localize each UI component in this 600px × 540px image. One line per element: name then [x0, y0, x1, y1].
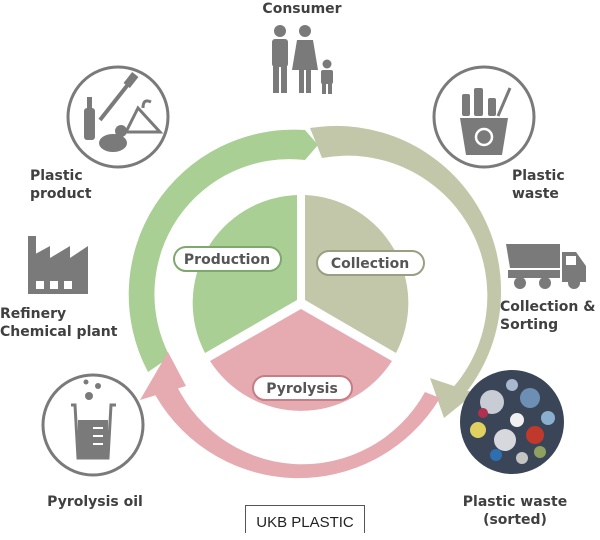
label-plastic-product-line1: Plastic — [30, 168, 83, 184]
pill-production-label: Production — [184, 252, 270, 268]
family-icon — [272, 25, 333, 94]
label-refinery-line2: Chemical plant — [0, 324, 118, 340]
label-plastic-product-line2: product — [30, 186, 92, 202]
pill-collection — [316, 250, 425, 276]
pill-pyrolysis-label: Pyrolysis — [266, 381, 338, 397]
sorted-plastic-waste-photo — [460, 370, 564, 474]
label-refinery: Refinery Chemical plant — [0, 305, 120, 341]
ring-arrow-production — [128, 129, 318, 372]
ring-arrowhead-pyrolysis — [140, 352, 186, 400]
beaker-icon — [41, 373, 145, 477]
plastic-product-icon — [66, 65, 170, 169]
ring-arrow-pyrolysis — [150, 375, 440, 479]
label-consumer: Consumer — [262, 1, 342, 17]
label-plastic-waste-line1: Plastic — [512, 168, 565, 184]
plastic-waste-icon — [432, 65, 536, 169]
label-sorted-waste-line2: (sorted) — [483, 512, 547, 528]
ring-arrowhead-collection — [430, 378, 475, 418]
label-collection-sorting-line2: Sorting — [500, 317, 559, 333]
brand-label: UKB PLASTIC — [245, 505, 365, 533]
ring-arrow-collection — [310, 125, 502, 393]
segment-production — [192, 195, 297, 353]
label-pyrolysis-oil: Pyrolysis oil — [47, 494, 143, 510]
factory-icon — [28, 236, 88, 294]
dump-truck-icon — [506, 244, 586, 289]
label-plastic-waste-line2: waste — [512, 186, 559, 202]
pill-pyrolysis — [252, 375, 353, 401]
pill-collection-label: Collection — [331, 256, 409, 272]
label-plastic-product: Plastic product — [30, 167, 92, 203]
label-refinery-line1: Refinery — [0, 306, 67, 322]
label-collection-sorting: Collection & Sorting — [500, 298, 600, 334]
label-plastic-waste: Plastic waste — [512, 167, 576, 203]
label-sorted-waste: Plastic waste (sorted) — [455, 493, 575, 529]
label-sorted-waste-line1: Plastic waste — [462, 494, 568, 510]
label-collection-sorting-line1: Collection & — [500, 299, 596, 315]
pill-production — [173, 246, 282, 272]
